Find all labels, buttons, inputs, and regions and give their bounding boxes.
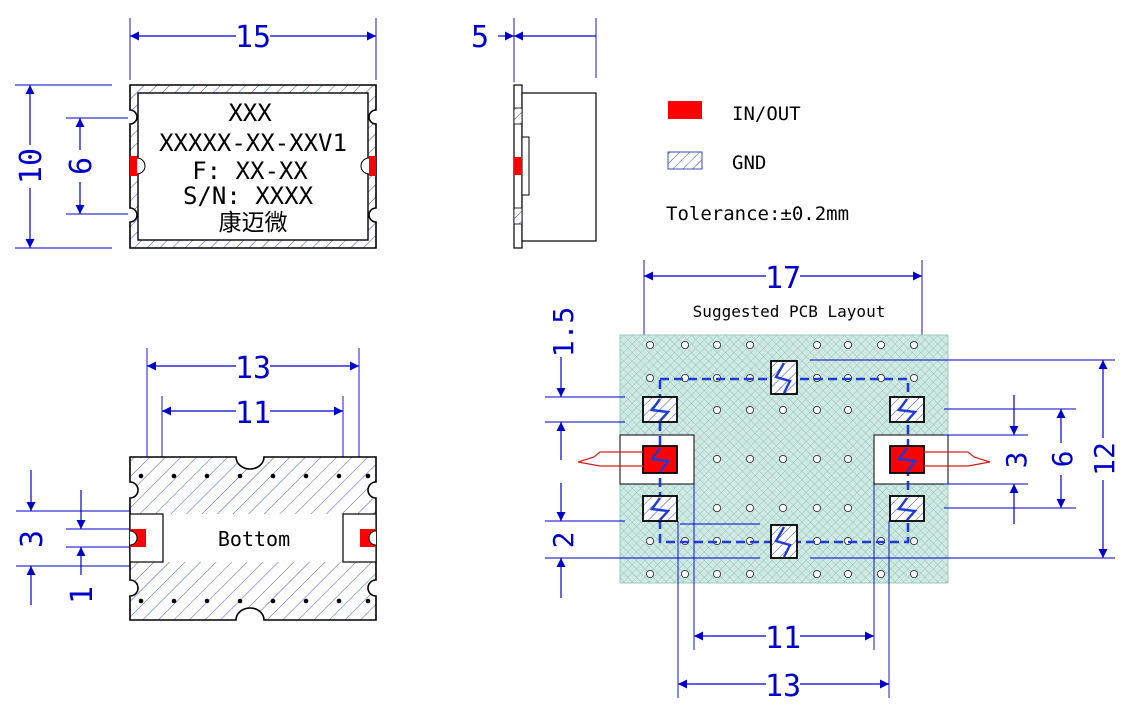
side-view-package: [513, 84, 597, 249]
dim-pcb-left-step: 1.5: [547, 307, 580, 358]
bottom-via-dots: [138, 473, 371, 604]
dim-pcb-right-pitch: 6: [1046, 451, 1079, 468]
dim-pcb-right-pad: 3: [1000, 452, 1033, 469]
pcb-bottom-outer-dimension: 13: [677, 521, 890, 704]
legend-in-out-swatch: [668, 101, 702, 119]
side-view: 5: [471, 18, 597, 249]
dim-top-pitch: 6: [64, 157, 99, 175]
pcb-gnd-pad-right-upper: [889, 396, 925, 423]
dim-bottom-pad-offset: 1: [65, 586, 100, 604]
pcb-vias: [645, 340, 919, 579]
marking-line-4: S/N: XXXX: [183, 182, 314, 210]
side-io-pin: [514, 157, 522, 175]
pcb-gnd-pad-left-upper: [642, 396, 678, 423]
pcb-right-pad-dimension: 3: [944, 395, 1033, 524]
legend-gnd-swatch: [667, 151, 703, 170]
top-view-width-dimension: 15: [129, 18, 377, 80]
top-view-package: [129, 84, 377, 249]
top-right-io-pad: [369, 156, 376, 176]
bottom-pad-height-dimension: 3: [15, 470, 132, 605]
top-view-height-dimension: 10: [14, 84, 112, 249]
side-gnd-pin-top: [513, 107, 523, 125]
bottom-view-package: Bottom: [129, 456, 377, 621]
marking-line-5: 康迈微: [219, 210, 288, 236]
bottom-view: 13 11 3 1: [15, 348, 377, 621]
dim-bottom-outer: 13: [235, 351, 271, 386]
side-gnd-pin-bottom: [513, 207, 523, 225]
dim-pcb-width: 17: [765, 261, 801, 296]
pcb-gnd-pad-right-lower: [889, 495, 925, 522]
dim-top-width: 15: [235, 20, 271, 55]
top-left-io-pad: [130, 156, 137, 176]
marking-line-2: XXXXX-XX-XXV1: [159, 129, 347, 157]
tolerance-note: Tolerance:±0.2mm: [666, 203, 849, 225]
legend-in-out-label: IN/OUT: [732, 103, 801, 125]
pcb-signal-leads: [577, 451, 991, 467]
bottom-pad-offset-dimension: 1: [65, 490, 132, 604]
dim-pcb-left-lower: 2: [547, 532, 580, 549]
legend-gnd-label: GND: [732, 152, 766, 174]
dim-pcb-right-height: 12: [1088, 442, 1121, 476]
side-view-thickness-dimension: 5: [471, 18, 597, 82]
pcb-width-dimension: 17: [643, 260, 923, 380]
dim-top-height: 10: [14, 148, 49, 184]
pcb-left-lower-dimension: 2: [545, 483, 760, 598]
pcb-layout: 17 Suggested PCB Layout: [545, 260, 1121, 704]
legend: IN/OUT GND Tolerance:±0.2mm: [666, 101, 849, 225]
dim-bottom-pad-height: 3: [15, 530, 50, 548]
top-view-pitch-dimension: 6: [64, 117, 128, 215]
pcb-right-height-dimension: 12: [1088, 360, 1121, 558]
pcb-left-step-dimension: 1.5: [545, 307, 625, 460]
pcb-gnd-pad-left-lower: [642, 495, 678, 522]
dim-side-thickness: 5: [471, 20, 489, 55]
dim-pcb-bottom-outer: 13: [765, 669, 801, 704]
marking-line-1: XXX: [228, 99, 272, 127]
top-view: 15 10 6 XXX XXXXX-: [14, 18, 377, 249]
dim-bottom-inner: 11: [235, 396, 271, 431]
package-marking: XXX XXXXX-XX-XXV1 F: XX-XX S/N: XXXX 康迈微: [159, 99, 347, 236]
marking-line-3: F: XX-XX: [192, 157, 308, 185]
pcb-layout-title: Suggested PCB Layout: [693, 302, 886, 321]
pcb-right-pitch-dimension: 6: [944, 408, 1079, 509]
pcb-pads: [642, 360, 925, 559]
dim-pcb-bottom-inner: 11: [765, 621, 801, 656]
bottom-view-label: Bottom: [218, 527, 290, 551]
pcb-bottom-inner-dimension: 11: [693, 484, 875, 656]
